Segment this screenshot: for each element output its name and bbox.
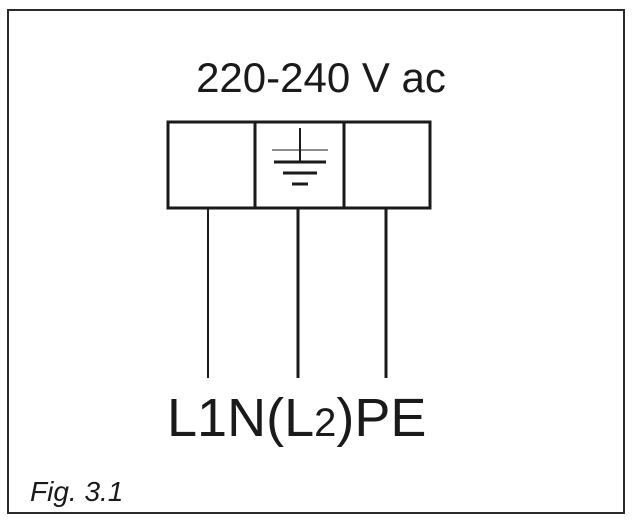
voltage-label: 220-240 V ac [196,54,446,101]
terminal-label-n-open: N( [227,388,284,448]
terminal-label-l1: L1 [167,388,227,448]
figure-caption: Fig. 3.1 [30,476,124,507]
terminal-block [166,120,432,210]
terminal-labels: L1N(L2)PE [167,388,426,448]
ground-symbol-icon [272,128,328,186]
terminal-label-l2-subscript: 2 [314,401,336,445]
figure-frame [7,9,625,514]
terminal-label-n-close: ) [336,388,354,448]
terminal-label-pe: PE [354,388,426,448]
terminal-label-l2: L [284,388,314,448]
